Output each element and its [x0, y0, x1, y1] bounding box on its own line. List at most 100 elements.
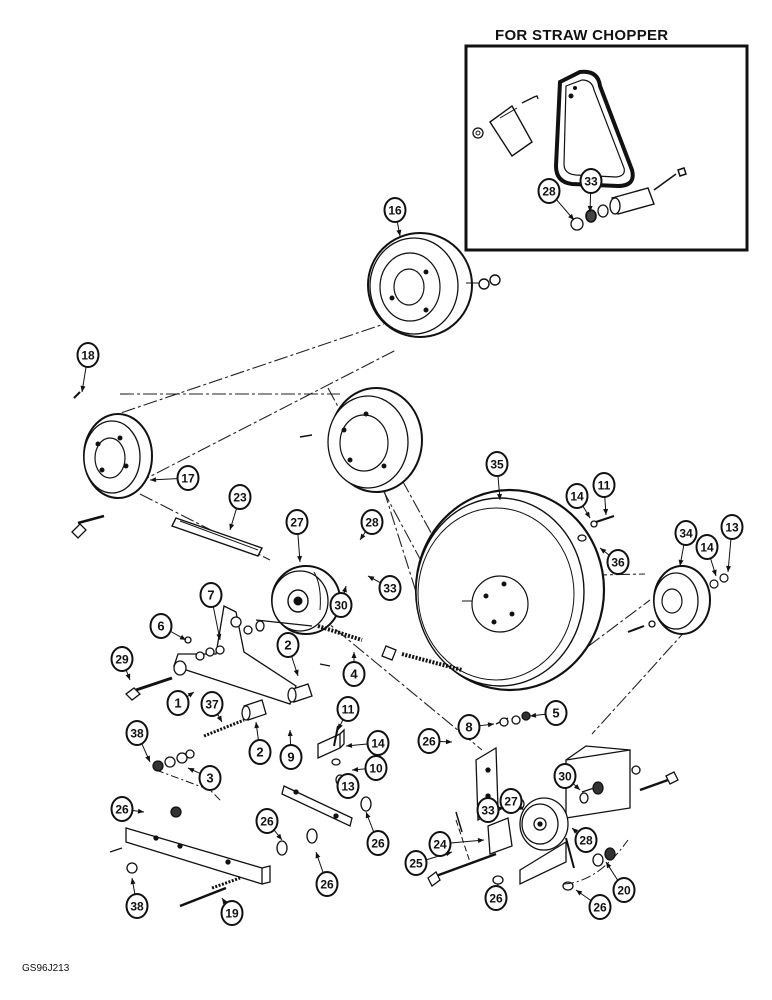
callout-11: 11	[592, 472, 616, 516]
support-bar	[109, 785, 372, 908]
callout-36: 36	[599, 547, 630, 575]
callout-circle	[606, 549, 630, 575]
callout-number: 28	[542, 185, 556, 199]
callout-14: 14	[695, 534, 719, 577]
leader-arrowhead	[216, 633, 222, 640]
pulley-16	[367, 232, 501, 338]
callout-circle	[364, 755, 388, 781]
callout-number: 29	[115, 653, 129, 667]
leader-arrowhead	[216, 715, 222, 722]
callout-number: 33	[584, 175, 598, 189]
callout-13: 13	[336, 773, 360, 799]
callout-9: 9	[279, 729, 303, 770]
leader-arrowhead	[352, 767, 359, 772]
callout-number: 7	[207, 588, 214, 603]
callout-circle	[200, 691, 224, 717]
callout-26: 26	[417, 728, 453, 754]
callout-3: 3	[187, 765, 222, 791]
callout-number: 30	[558, 770, 572, 784]
leader-arrowhead	[711, 569, 717, 576]
callout-number: 26	[489, 892, 503, 906]
leader-arrowhead	[572, 828, 579, 834]
callout-circle	[329, 592, 353, 618]
leader-arrowhead	[576, 890, 583, 896]
callout-19: 19	[220, 897, 244, 926]
callout-14: 14	[565, 483, 591, 519]
callout-circle	[276, 632, 300, 658]
large-pulley-35	[414, 488, 606, 692]
leader-arrowhead	[568, 213, 574, 220]
leader-arrowhead	[254, 722, 260, 729]
callout-circle	[579, 168, 603, 194]
callout-number: 3	[206, 771, 213, 786]
callout-number: 26	[371, 837, 385, 851]
callout-17: 17	[149, 465, 200, 491]
callout-number: 13	[725, 521, 739, 535]
callout-circle	[176, 465, 200, 491]
leader-arrowhead	[229, 523, 235, 530]
callout-30: 30	[329, 585, 353, 618]
leader-arrowhead	[293, 669, 299, 676]
callout-16: 16	[383, 197, 407, 237]
callout-number: 18	[81, 349, 95, 363]
callout-number: 6	[157, 619, 164, 634]
callout-circle	[476, 797, 500, 823]
callout-number: 11	[342, 703, 355, 717]
callout-number: 34	[679, 527, 693, 541]
callout-circle	[457, 714, 481, 740]
callout-6: 6	[149, 613, 187, 641]
leader-arrowhead	[365, 812, 371, 819]
callout-circle	[336, 696, 360, 722]
callout-circle	[342, 661, 366, 687]
spring-4	[317, 624, 463, 672]
callout-circle	[166, 690, 190, 716]
callout-circle	[366, 830, 390, 856]
callout-24: 24	[428, 831, 485, 857]
callout-28: 28	[571, 827, 598, 853]
callout-number: 20	[617, 884, 631, 898]
leader-arrowhead	[606, 862, 612, 869]
callout-number: 19	[225, 907, 239, 921]
pulley-34	[653, 565, 729, 635]
callout-8: 8	[457, 714, 495, 740]
callout-number: 23	[233, 491, 247, 505]
callout-number: 35	[490, 458, 504, 472]
callout-circle	[279, 744, 303, 770]
callout-circle	[199, 582, 223, 608]
callout-number: 26	[260, 815, 274, 829]
callout-circle	[285, 509, 309, 535]
callout-number: 16	[388, 204, 402, 218]
leader-arrowhead	[287, 730, 293, 737]
leader-arrowhead	[360, 533, 366, 540]
callout-38: 38	[125, 720, 151, 763]
callout-circle	[125, 720, 149, 746]
callout-28: 28	[359, 509, 384, 541]
leader-arrowhead	[600, 548, 607, 554]
callout-27: 27	[285, 509, 309, 563]
callout-circle	[499, 788, 523, 814]
callout-number: 5	[552, 706, 559, 721]
callout-20: 20	[605, 861, 636, 903]
callout-number: 14	[371, 737, 385, 751]
callout-26: 26	[255, 808, 283, 841]
callout-14: 14	[345, 730, 390, 756]
inset-title: FOR STRAW CHOPPER	[495, 27, 669, 44]
callout-37: 37	[200, 691, 224, 723]
callout-number: 27	[504, 795, 518, 809]
callout-4: 4	[342, 652, 366, 687]
callout-number: 13	[341, 780, 355, 794]
callout-circle	[378, 575, 402, 601]
callout-35: 35	[485, 451, 509, 501]
callout-circle	[255, 808, 279, 834]
leader-arrowhead	[368, 576, 375, 582]
callout-number: 36	[611, 556, 625, 570]
callout-number: 33	[481, 804, 495, 818]
callout-number: 11	[598, 479, 611, 493]
callout-circle	[592, 472, 616, 498]
leader-arrowhead	[346, 742, 353, 748]
callout-circle	[428, 831, 452, 857]
callout-number: 4	[350, 667, 358, 682]
callout-circle	[125, 893, 149, 919]
callout-circle	[149, 613, 173, 639]
